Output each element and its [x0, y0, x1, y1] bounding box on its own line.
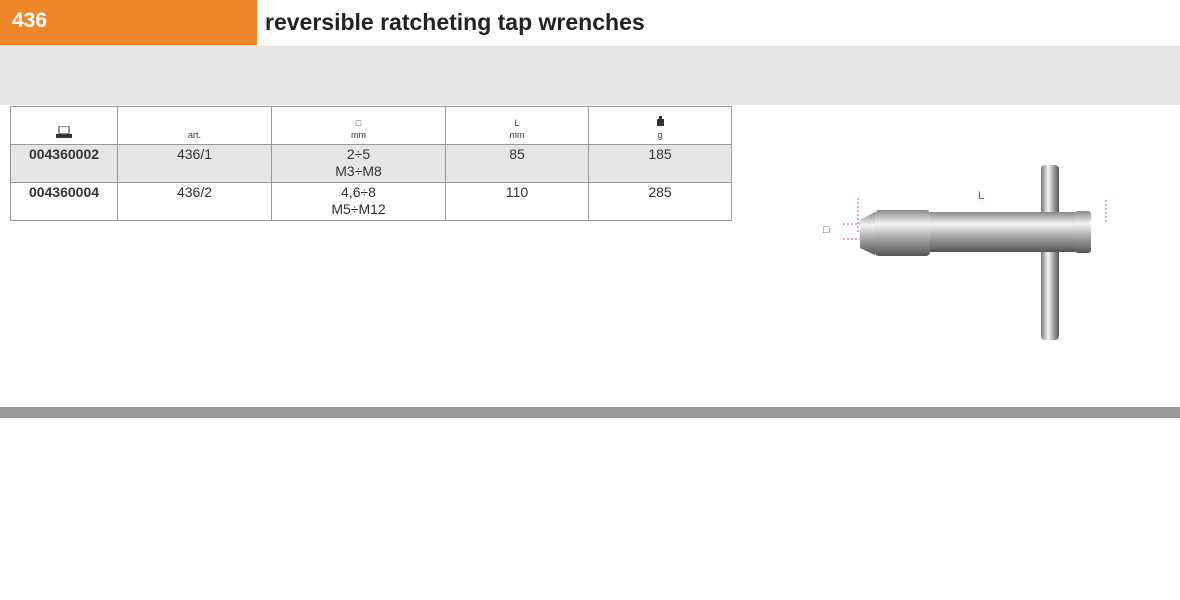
product-code: 436	[0, 0, 257, 45]
length-symbol: L	[514, 118, 520, 128]
cell-weight: 285	[588, 182, 732, 221]
header-size: □ mm	[271, 106, 446, 145]
catalog-code-icon	[10, 106, 118, 145]
tap-wrench-image: □ L	[815, 160, 1115, 355]
header-band	[0, 46, 1180, 105]
cell-code: 004360002	[10, 144, 118, 183]
header-weight: g	[588, 106, 732, 145]
square-symbol: □	[355, 118, 362, 128]
header-art: art.	[117, 106, 272, 145]
size: 2÷5	[346, 146, 371, 162]
header-unit: mm	[509, 130, 525, 140]
page-title: reversible ratcheting tap wrenches	[265, 9, 645, 35]
cell-code: 004360004	[10, 182, 118, 221]
square-label: □	[823, 224, 830, 236]
cell-weight: 185	[588, 144, 732, 183]
header-unit: g	[657, 130, 663, 140]
cell-length: 110	[445, 182, 589, 221]
size: 4,6÷8	[341, 184, 376, 200]
cell-art: 436/1	[117, 144, 272, 183]
cell-art: 436/2	[117, 182, 272, 221]
thread: M3÷M8	[335, 163, 382, 179]
cell-length: 85	[445, 144, 589, 183]
thread: M5÷M12	[331, 201, 386, 217]
length-label: L	[978, 190, 985, 202]
header-unit: mm	[351, 130, 366, 140]
footer-divider	[0, 407, 1180, 418]
weight-icon	[589, 116, 731, 129]
